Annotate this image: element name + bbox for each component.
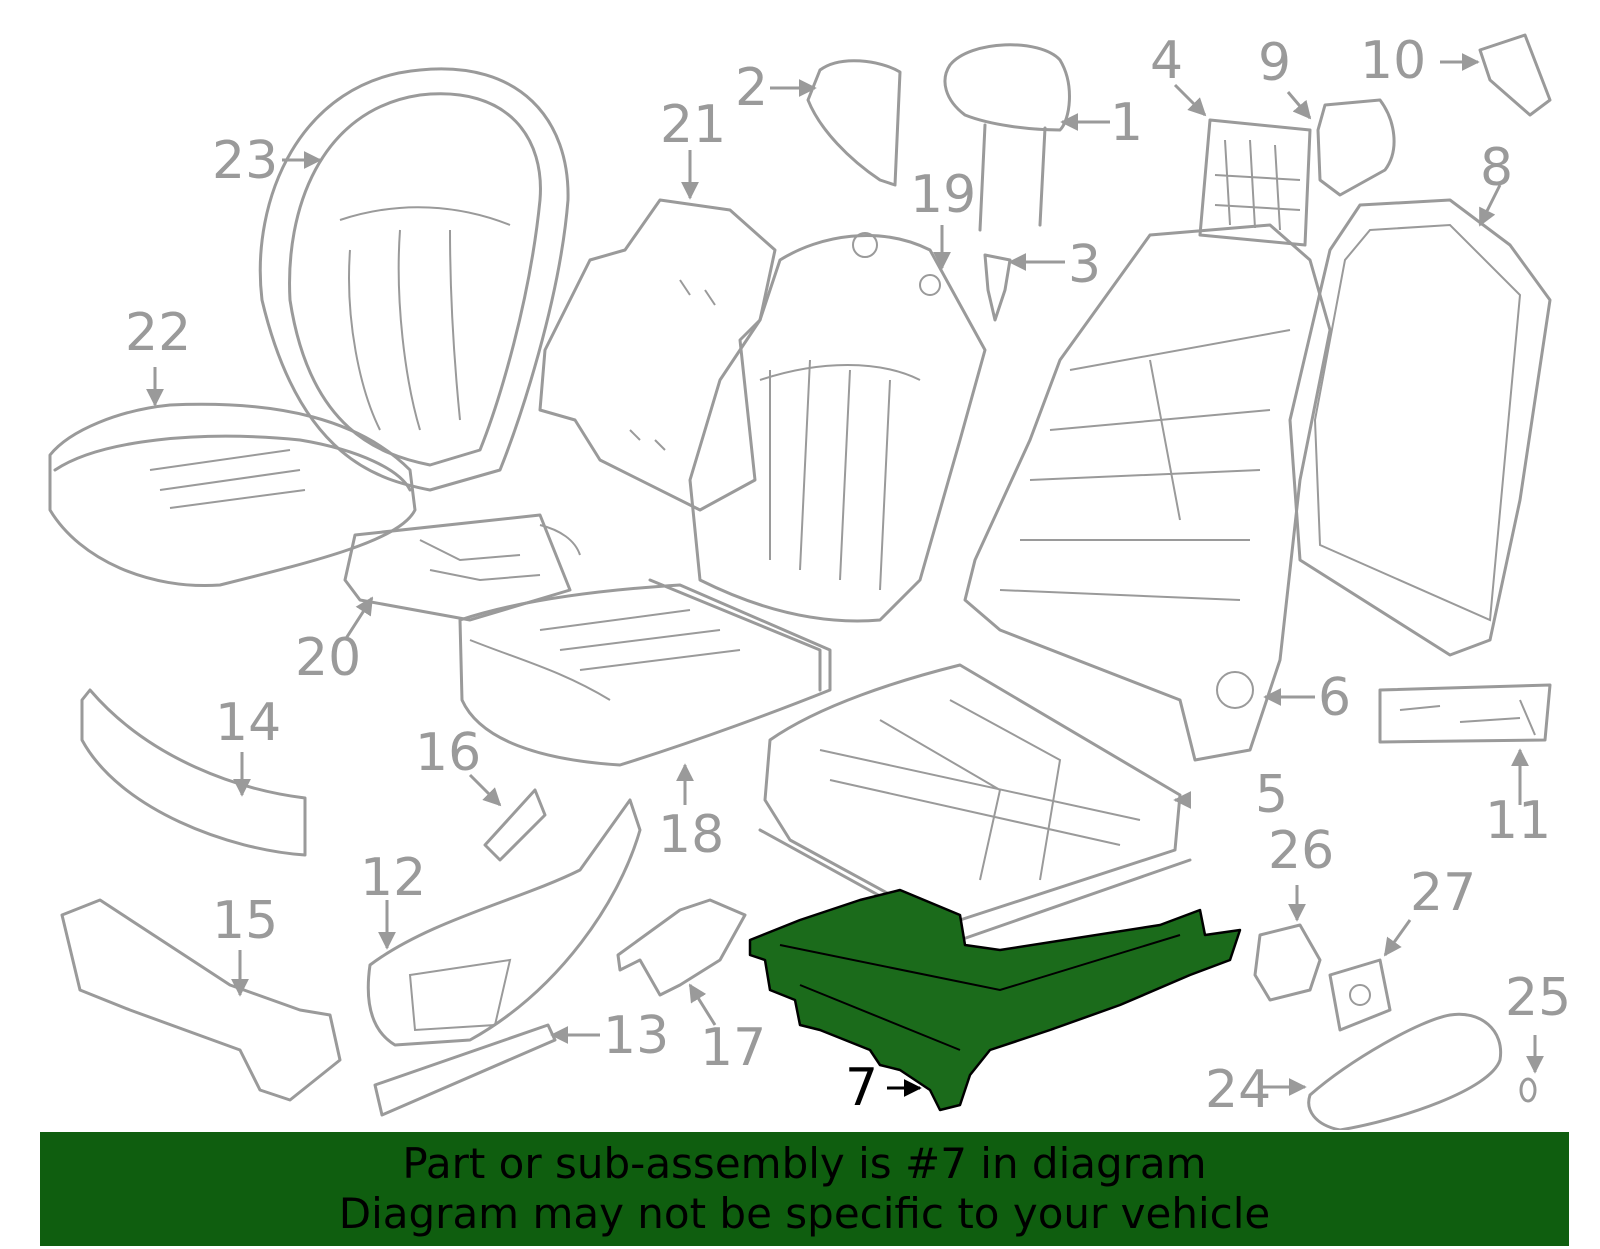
leader-lines xyxy=(146,53,1544,1097)
callout-6: 6 xyxy=(1318,668,1351,728)
part-22-cushion-cover xyxy=(48,402,417,588)
callout-12: 12 xyxy=(360,848,426,908)
callout-16: 16 xyxy=(415,723,481,783)
part-14-trim xyxy=(80,688,307,857)
callout-3: 3 xyxy=(1068,235,1101,295)
callout-9: 9 xyxy=(1258,33,1291,93)
callout-4: 4 xyxy=(1150,31,1183,91)
callout-27: 27 xyxy=(1410,863,1476,923)
callout-26: 26 xyxy=(1268,821,1334,881)
callout-19: 19 xyxy=(910,165,976,225)
callout-10: 10 xyxy=(1360,31,1426,91)
callout-11: 11 xyxy=(1485,791,1551,851)
part-20-sensor-mat xyxy=(343,513,581,622)
part-21-back-pad xyxy=(538,198,777,512)
part-13-strip xyxy=(373,1023,557,1117)
part-12-side-panel xyxy=(366,798,642,1047)
part-9-motor xyxy=(1316,98,1396,197)
callout-17: 17 xyxy=(700,1018,766,1078)
part-10-switch xyxy=(1478,33,1552,117)
part-26-bracket xyxy=(1253,923,1322,1002)
part-19-backrest-foam xyxy=(688,232,987,623)
part-16-lever xyxy=(483,788,547,862)
callout-2: 2 xyxy=(735,58,768,118)
seat-parts-diagram: 1 2 3 4 5 6 8 9 10 11 12 13 14 15 16 17 … xyxy=(48,31,1571,1130)
part-5-cushion-frame xyxy=(758,663,1192,942)
part-23-backrest-cover xyxy=(258,67,570,492)
callout-15: 15 xyxy=(212,891,278,951)
callout-22: 22 xyxy=(125,303,191,363)
callout-8: 8 xyxy=(1480,138,1513,198)
part-3-clip xyxy=(983,253,1012,322)
part-7-seat-track xyxy=(748,888,1242,1112)
banner-line-1: Part or sub-assembly is #7 in diagram xyxy=(402,1139,1207,1188)
part-18-cushion-foam xyxy=(458,578,832,767)
part-4-lumbar-panel xyxy=(1198,118,1312,247)
part-6-backrest-frame xyxy=(963,223,1332,762)
callout-21: 21 xyxy=(660,95,726,155)
callout-20: 20 xyxy=(295,628,361,688)
banner-line-2: Diagram may not be specific to your vehi… xyxy=(338,1189,1271,1238)
callout-7: 7 xyxy=(845,1058,878,1118)
part-17-trim-piece xyxy=(616,898,747,997)
callout-13: 13 xyxy=(603,1006,669,1066)
part-25-ring xyxy=(1519,1077,1537,1103)
part-15-outer-cover xyxy=(60,898,342,1102)
part-11-switch-panel xyxy=(1378,683,1552,744)
callout-1: 1 xyxy=(1110,93,1143,153)
callout-24: 24 xyxy=(1205,1060,1271,1120)
callout-18: 18 xyxy=(658,805,724,865)
callout-25: 25 xyxy=(1505,968,1571,1028)
part-24-armrest xyxy=(1307,1012,1503,1130)
callout-23: 23 xyxy=(212,131,278,191)
part-2-headrest-cover xyxy=(806,59,902,187)
info-banner: Part or sub-assembly is #7 in diagram Di… xyxy=(40,1132,1569,1246)
callout-labels: 1 2 3 4 5 6 8 9 10 11 12 13 14 15 16 17 … xyxy=(125,31,1571,1120)
part-27-disc xyxy=(1328,958,1392,1032)
part-8-back-panel xyxy=(1288,198,1552,657)
callout-5: 5 xyxy=(1255,765,1288,825)
callout-14: 14 xyxy=(215,693,281,753)
